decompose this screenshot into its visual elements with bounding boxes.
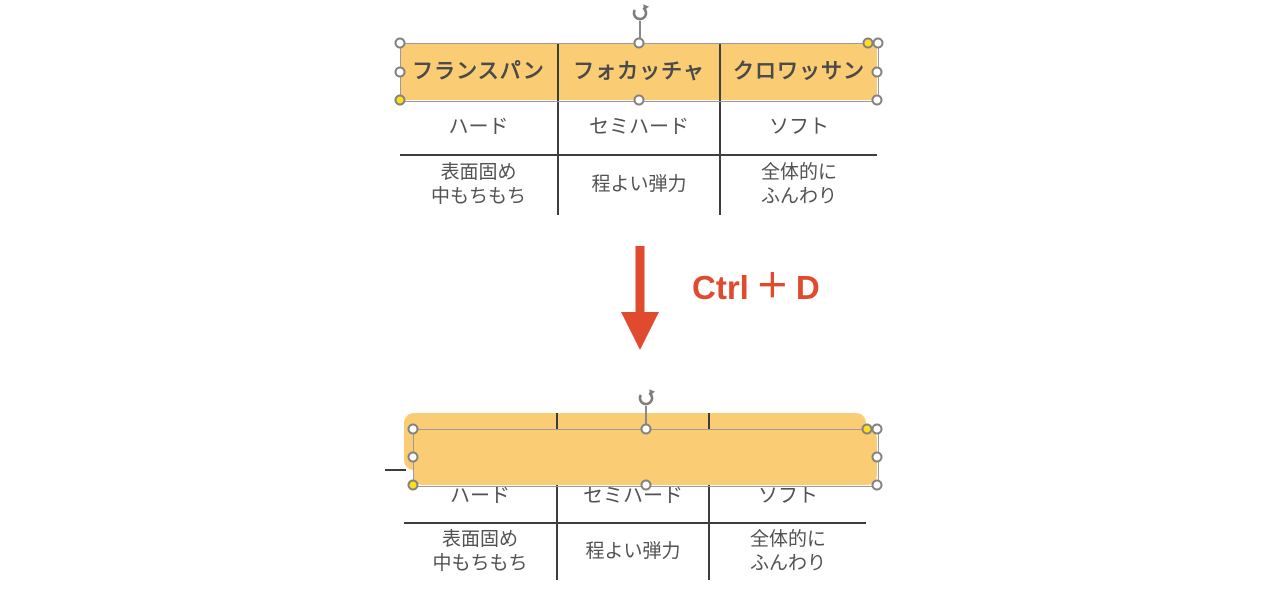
table-cell[interactable]: セミハード — [589, 116, 689, 138]
down-arrow-icon — [621, 246, 659, 350]
table-cell[interactable]: 表面固め 中もちもち — [400, 154, 557, 216]
table-cell[interactable]: ソフト — [758, 485, 818, 507]
resize-handle-top[interactable] — [640, 423, 652, 435]
table-header-cell[interactable]: クロワッサン — [733, 59, 865, 83]
table-row-line — [400, 154, 877, 156]
resize-handle-top-right[interactable] — [871, 423, 883, 435]
table-cell-line: 表面固め — [440, 162, 517, 183]
adjust-handle-bottom-left[interactable] — [407, 479, 419, 491]
table-cell-line: ふんわり — [760, 186, 837, 207]
table-column-divider — [719, 43, 721, 215]
table-cell[interactable]: 表面固め 中もちもち — [404, 522, 556, 582]
table-cell-line: 中もちもち — [432, 553, 528, 574]
table-cell[interactable]: ソフト — [769, 116, 829, 138]
resize-handle-left[interactable] — [407, 451, 419, 463]
table-column-divider — [708, 413, 710, 580]
shortcut-modifier: Ctrl — [692, 269, 749, 306]
table-cell[interactable]: ハード — [450, 485, 510, 507]
adjust-handle-bottom-left[interactable] — [394, 94, 406, 106]
table-cell[interactable]: セミハード — [583, 485, 683, 507]
table-cell-line: 中もちもち — [430, 186, 526, 207]
table-row-line — [404, 522, 866, 524]
resize-handle-left[interactable] — [394, 66, 406, 78]
rotation-handle-stem — [639, 21, 641, 39]
rotate-clockwise-icon[interactable] — [636, 388, 656, 408]
table-cell[interactable]: 全体的に ふんわり — [721, 154, 877, 216]
hidden-row-line-peek — [385, 469, 406, 471]
shortcut-label: Ctrl＋D — [692, 267, 820, 308]
table-header-cell[interactable]: フランスパン — [412, 59, 545, 83]
table-header-cell[interactable]: フォカッチャ — [573, 59, 705, 83]
table-cell-line: 表面固め — [441, 529, 518, 550]
shortcut-plus: ＋ — [755, 267, 789, 304]
table-cell-line: 全体的に — [749, 529, 826, 550]
resize-handle-top-right[interactable] — [872, 37, 884, 49]
resize-handle-bottom[interactable] — [640, 479, 652, 491]
resize-handle-right[interactable] — [871, 66, 883, 78]
resize-handle-top-left[interactable] — [407, 423, 419, 435]
table-cell[interactable]: ハード — [448, 116, 509, 138]
rotate-clockwise-icon[interactable] — [630, 3, 650, 23]
resize-handle-bottom[interactable] — [633, 94, 645, 106]
table-cell-line: 全体的に — [760, 162, 837, 183]
table-cell-line: ふんわり — [749, 553, 826, 574]
table-cell[interactable]: 全体的に ふんわり — [710, 522, 866, 582]
resize-handle-bottom-right[interactable] — [871, 94, 883, 106]
table-cell[interactable]: 程よい弾力 — [585, 541, 681, 562]
table-column-divider — [556, 413, 558, 580]
rotation-handle-stem — [645, 406, 647, 425]
resize-handle-bottom-right[interactable] — [871, 479, 883, 491]
resize-handle-top[interactable] — [633, 37, 645, 49]
table-column-divider — [557, 43, 559, 215]
resize-handle-top-left[interactable] — [394, 37, 406, 49]
table-header-shape[interactable] — [400, 43, 877, 100]
table-cell[interactable]: 程よい弾力 — [591, 174, 687, 195]
shortcut-key: D — [795, 269, 820, 306]
resize-handle-right[interactable] — [871, 451, 883, 463]
duplicated-shape[interactable] — [413, 429, 877, 485]
